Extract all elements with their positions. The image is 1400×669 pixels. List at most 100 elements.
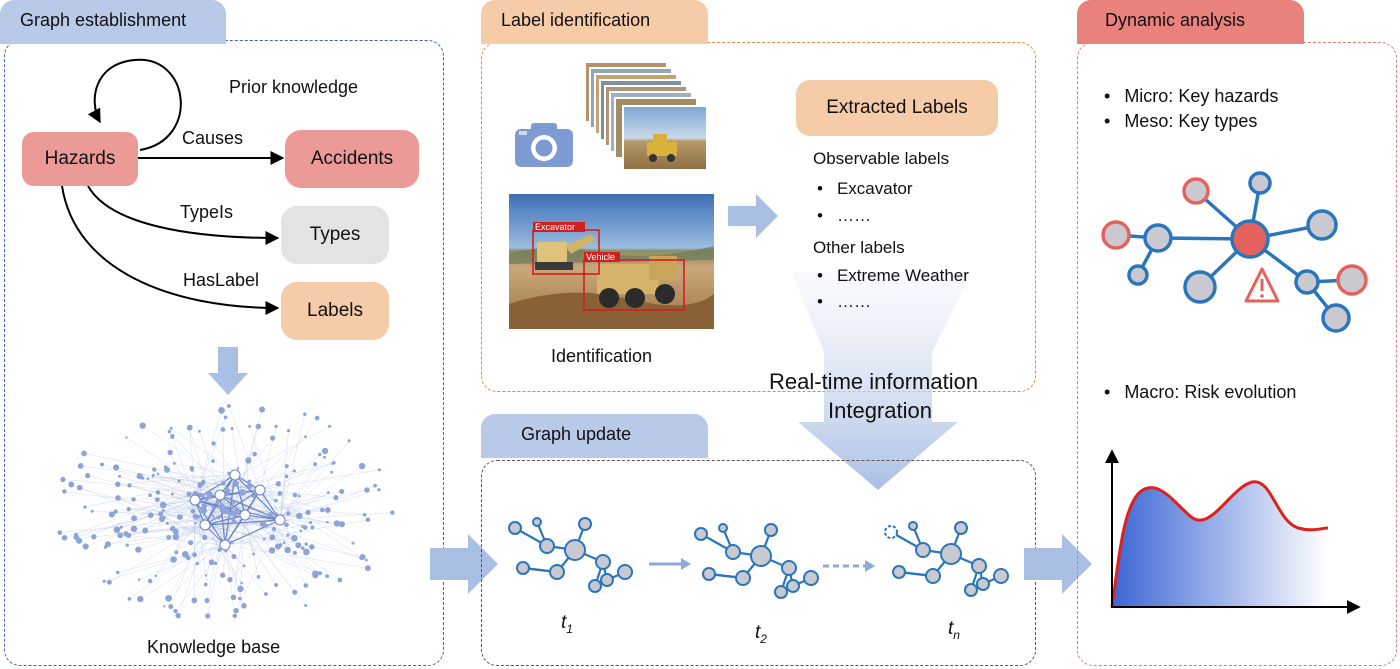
kb-node [338, 521, 345, 528]
kb-node [318, 452, 322, 457]
kb-node [304, 542, 308, 546]
kb-node [201, 503, 207, 510]
kb-node [237, 585, 244, 593]
kb-node [139, 422, 146, 429]
snapshot-node [718, 523, 728, 533]
kb-hub-node [229, 469, 241, 481]
kb-node [284, 474, 289, 479]
kb-node [74, 532, 78, 537]
kb-node [208, 559, 215, 566]
arrow-right-icon [823, 560, 875, 572]
kb-node [206, 491, 213, 499]
hazard-network-node [1182, 177, 1210, 205]
kb-node [324, 507, 331, 514]
kb-node [364, 565, 371, 572]
hazards-node: Hazards [22, 132, 138, 186]
kb-node [292, 492, 298, 498]
kb-node [226, 403, 231, 408]
snapshot-graph [884, 521, 1009, 597]
kb-node [239, 488, 246, 496]
labels-label: Labels [307, 300, 363, 321]
kb-node [174, 550, 179, 555]
kb-node [339, 488, 345, 495]
kb-node [197, 482, 203, 488]
kb-node [118, 474, 122, 478]
snapshot-node [600, 573, 614, 587]
kb-node [309, 520, 313, 525]
kb-node [268, 547, 276, 554]
kb-node [304, 435, 308, 439]
kb-node [312, 570, 319, 577]
kb-node [220, 481, 226, 486]
kb-node [326, 491, 330, 495]
kb-node [181, 550, 189, 558]
snapshot-node [595, 554, 611, 570]
extracted-labels-title: Extracted Labels [826, 97, 968, 118]
graph-establishment-title: Graph establishment [20, 10, 187, 30]
snapshot-node [539, 538, 555, 554]
causes-edge-label: Causes [182, 128, 244, 148]
other-label-item: Extreme Weather [817, 266, 969, 286]
observable-label-item: …… [817, 206, 871, 226]
kb-node [332, 460, 336, 465]
kb-node [347, 439, 351, 443]
kb-node [337, 577, 343, 583]
kb-node [148, 493, 152, 498]
kb-node [186, 491, 192, 497]
label-identification-title: Label identification [501, 10, 651, 30]
kb-node [213, 561, 218, 566]
kb-node [82, 543, 89, 550]
snapshot-node [617, 564, 633, 580]
time-label-1: t1 [561, 612, 573, 636]
kb-node [230, 426, 234, 431]
hazards-label: Hazards [44, 148, 116, 169]
kb-node [81, 450, 87, 457]
snapshot-node [516, 561, 530, 575]
kb-node [314, 415, 320, 421]
kb-node [76, 484, 83, 491]
kb-node [275, 481, 281, 487]
kb-node [217, 547, 222, 553]
kb-node [61, 534, 68, 541]
label-identification-tab: Label identification [481, 0, 708, 44]
kb-node [224, 507, 230, 512]
observable-labels-heading: Observable labels [813, 149, 950, 168]
kb-node [255, 423, 262, 430]
kb-node [168, 604, 174, 610]
prior-knowledge-label: Prior knowledge [229, 77, 359, 97]
kb-node [102, 579, 106, 583]
arrow-right-icon [1024, 534, 1092, 594]
risk-evolution-chart [1105, 449, 1361, 614]
kb-node [216, 516, 221, 520]
kb-hub-node [214, 489, 226, 501]
extracted-labels-box: Extracted Labels [796, 80, 998, 136]
snapshot-node [976, 577, 990, 591]
kb-node [147, 578, 153, 584]
snapshot-node [578, 517, 592, 531]
kb-node [330, 470, 334, 474]
snapshot-node [564, 539, 586, 561]
hazard-network-node [1127, 264, 1149, 286]
kb-node [236, 467, 240, 470]
snapshot-node [940, 543, 962, 565]
snapshot-node [725, 544, 741, 560]
kb-node [147, 512, 154, 519]
kb-node [274, 498, 278, 503]
kb-node [310, 525, 315, 530]
kb-node [83, 505, 87, 509]
kb-node [167, 429, 172, 434]
arrow-down-icon [208, 347, 248, 395]
kb-node [232, 613, 238, 619]
kb-node [135, 546, 142, 553]
kb-node [228, 511, 233, 517]
kb-node [201, 479, 206, 484]
haslabel-edge-label: HasLabel [183, 270, 260, 290]
kb-node [240, 581, 243, 585]
hazard-network-node [1294, 269, 1320, 295]
snapshot-node [549, 564, 565, 580]
integration-line-1: Real-time information [769, 369, 979, 394]
kb-node [192, 552, 197, 558]
kb-node [377, 488, 381, 492]
kb-node [169, 525, 176, 532]
